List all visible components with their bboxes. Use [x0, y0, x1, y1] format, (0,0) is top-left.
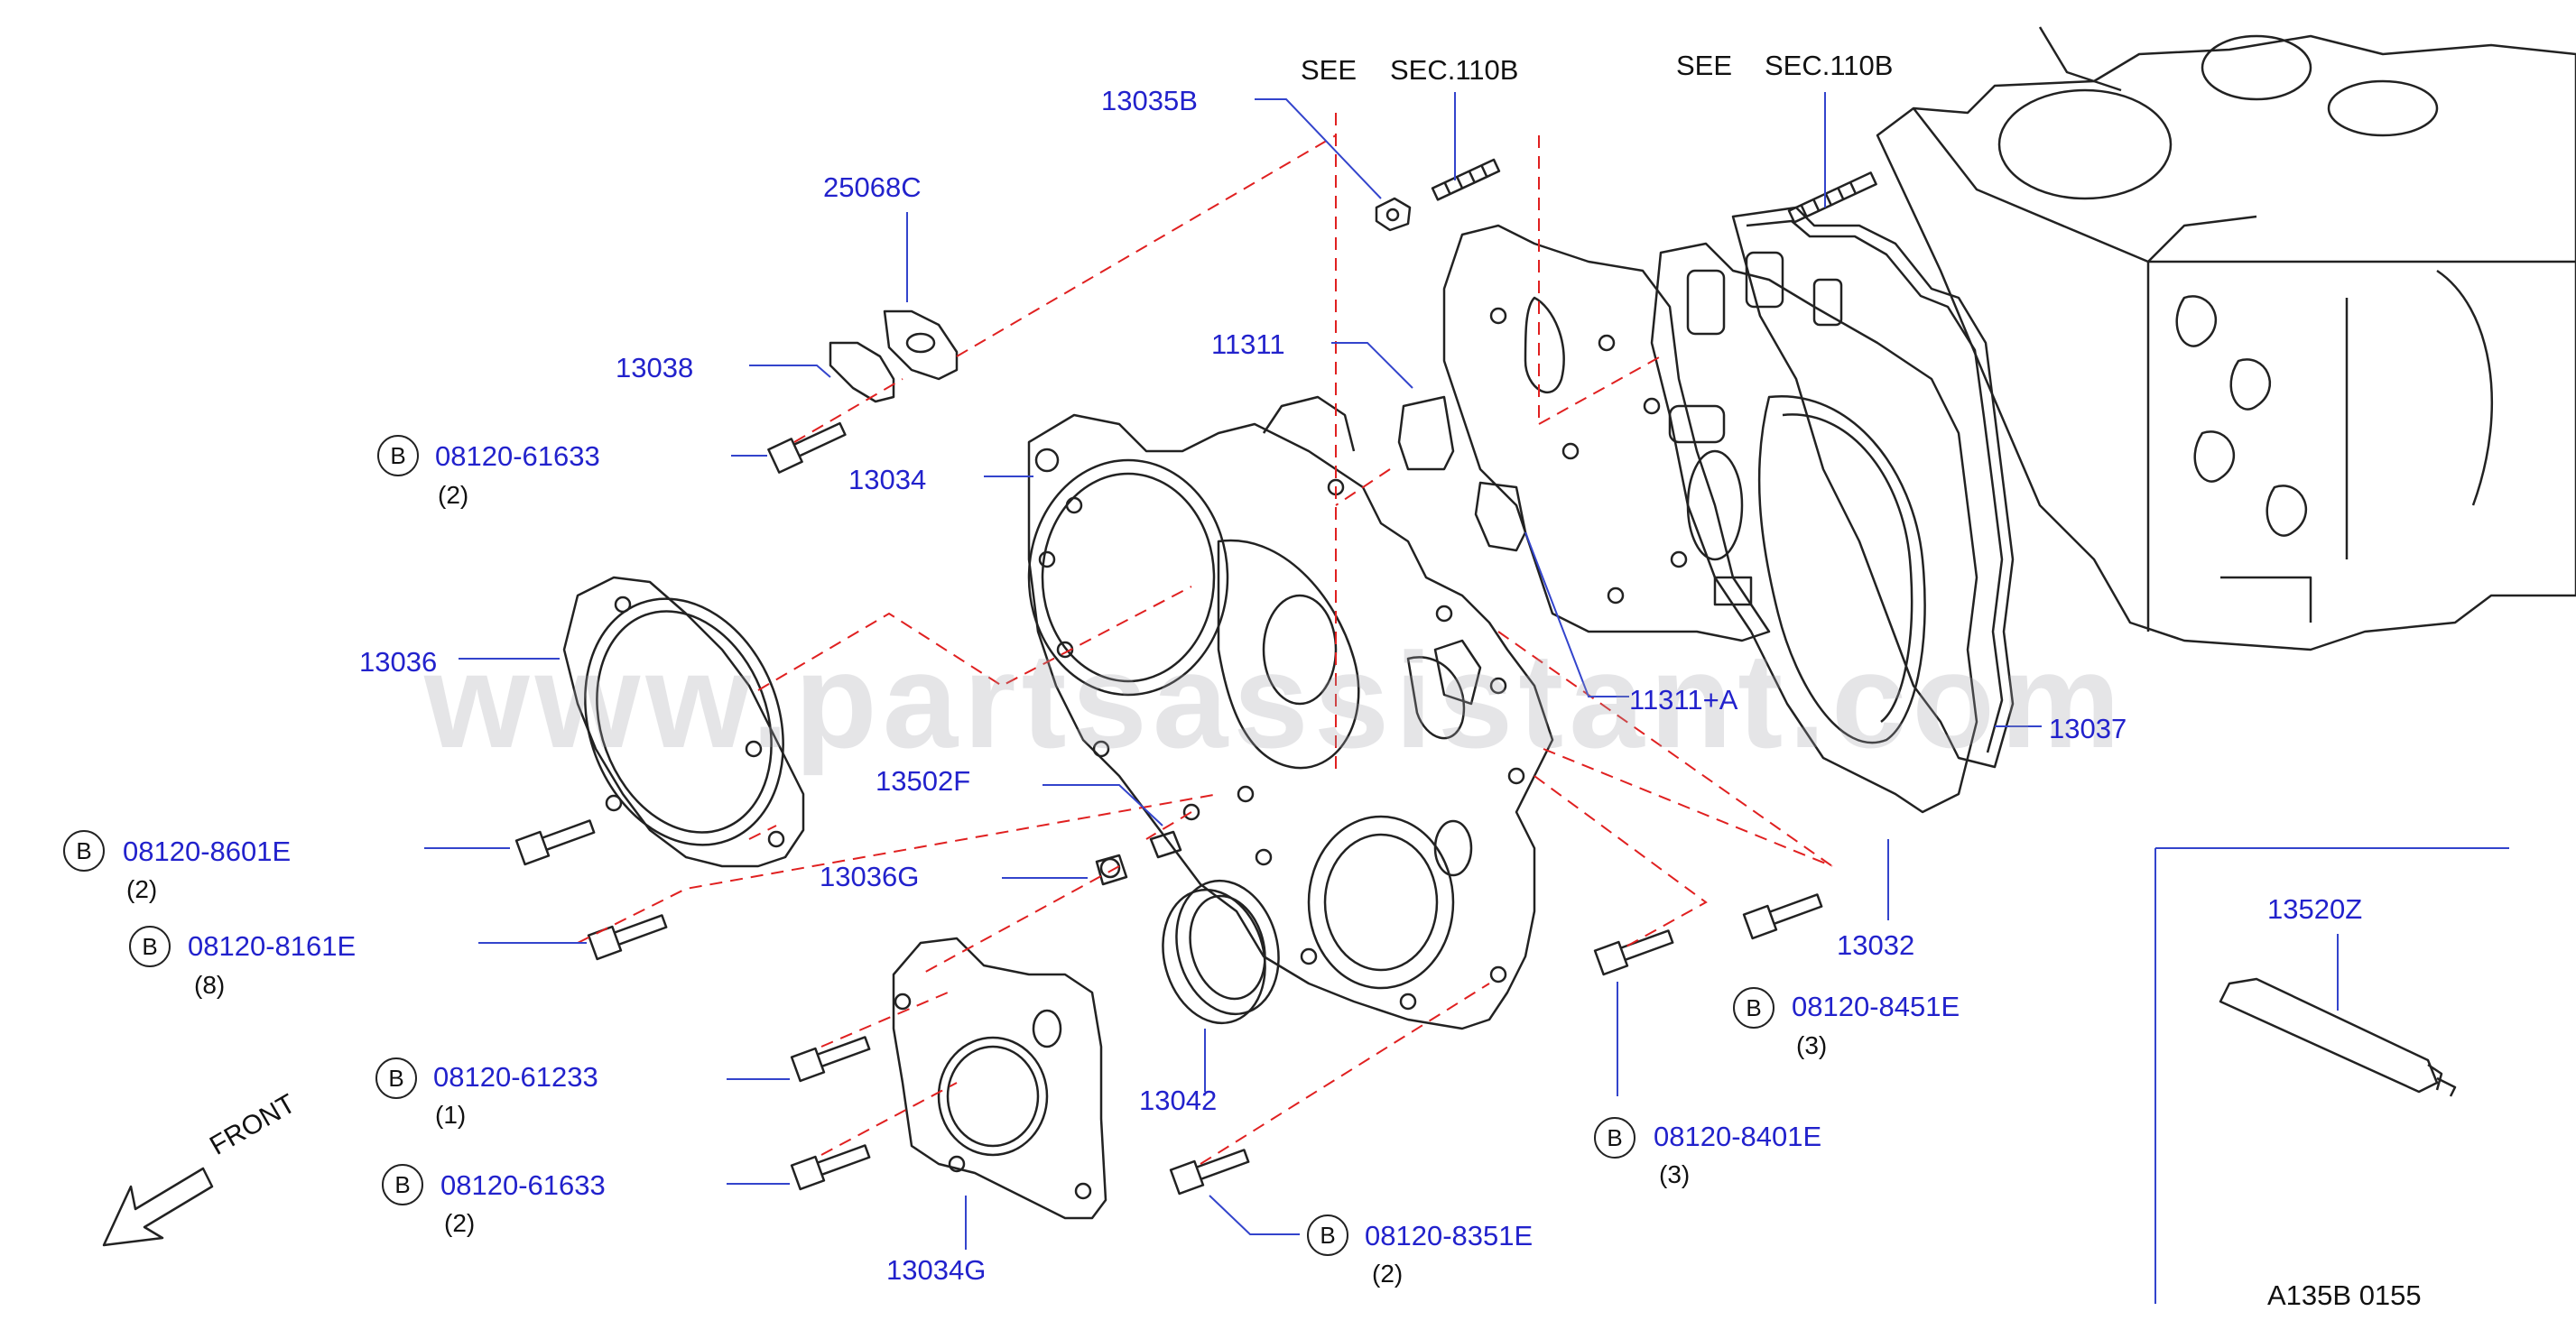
part-label-13037[interactable]: 13037: [2049, 713, 2127, 744]
b-badge: B: [1307, 1214, 1348, 1256]
b-badge: B: [382, 1164, 423, 1205]
part-label-13034G[interactable]: 13034G: [886, 1254, 987, 1286]
watermark: www.partsassistant.com: [424, 624, 2127, 776]
plate-13038-drawing: [829, 341, 895, 403]
part-label-13502F[interactable]: 13502F: [876, 765, 971, 797]
bolt-label-08120-8451E[interactable]: 08120-8451E: [1792, 991, 1960, 1022]
timing-cover-13034-drawing: [1027, 395, 1554, 1030]
leader-lines: [424, 92, 2339, 1250]
bolt-label-08120-8601E[interactable]: 08120-8601E: [123, 836, 292, 867]
b-badge: B: [129, 926, 171, 967]
oil-seal-13042-drawing: [1162, 879, 1280, 1025]
gasket-13037-drawing: [1731, 206, 2015, 769]
part-label-25068C[interactable]: 25068C: [823, 171, 922, 203]
part-label-13036G[interactable]: 13036G: [820, 861, 920, 892]
front-arrow-drawing: [102, 1167, 214, 1247]
b-badge: B: [375, 1057, 417, 1099]
bolt-label-08120-8161E[interactable]: 08120-8161E: [188, 930, 357, 962]
part-label-13036[interactable]: 13036: [359, 646, 438, 678]
diagram-code: A135B 0155: [2267, 1279, 2422, 1311]
gasket-25068C-drawing: [883, 309, 959, 381]
bolt-label-08120-8401E[interactable]: 08120-8401E: [1654, 1121, 1822, 1152]
section-ref-2[interactable]: SEC.110B: [1765, 50, 1894, 81]
part-label-13034[interactable]: 13034: [848, 464, 927, 495]
inset-frame: [2154, 847, 2509, 1304]
bolt-qty: (3): [1796, 1031, 1828, 1059]
bolt-qty: (8): [194, 971, 226, 999]
section-ref-1[interactable]: SEC.110B: [1390, 54, 1519, 86]
cover-13034G-drawing: [892, 937, 1107, 1220]
b-badge: B: [1733, 987, 1774, 1029]
bolt-qty: (2): [1372, 1260, 1404, 1288]
part-label-11311[interactable]: 11311: [1211, 328, 1285, 360]
bolt-label-08120-61633-b[interactable]: 08120-61633: [440, 1169, 606, 1201]
b-badge: B: [63, 830, 105, 872]
bolt-qty: (3): [1659, 1160, 1691, 1188]
bolt-label-08120-61233[interactable]: 08120-61233: [433, 1061, 598, 1093]
bolt-qty: (1): [435, 1101, 467, 1129]
bolt-label-08120-61633-a[interactable]: 08120-61633: [435, 440, 600, 472]
sealant-tube-13520Z-drawing: [2219, 977, 2457, 1097]
bolt-qty: (2): [438, 481, 469, 509]
gasket-11311-piece: [1397, 395, 1455, 471]
bolts-drawing: [514, 158, 1877, 1196]
cylinder-block-drawing: [1876, 26, 2576, 651]
b-badge: B: [1594, 1117, 1635, 1159]
part-label-13042[interactable]: 13042: [1139, 1085, 1218, 1116]
assembly-lines: [577, 113, 1833, 1165]
seal-retainer-13036-drawing: [562, 576, 805, 868]
gasket-11311-drawing: [1442, 224, 1771, 642]
plate-13032-drawing: [1650, 242, 1978, 814]
see-label-1: SEE: [1301, 54, 1357, 86]
part-label-11311A[interactable]: 11311+A: [1629, 684, 1738, 716]
b-badge: B: [377, 435, 419, 476]
part-label-13038[interactable]: 13038: [616, 352, 694, 383]
gasket-11311a-piece: [1474, 481, 1527, 552]
bolt-qty: (2): [126, 875, 158, 903]
see-label-2: SEE: [1676, 50, 1733, 81]
part-label-13520Z[interactable]: 13520Z: [2267, 893, 2363, 925]
bolt-qty: (2): [444, 1209, 476, 1237]
part-label-13035B[interactable]: 13035B: [1101, 85, 1198, 116]
part-label-13032[interactable]: 13032: [1837, 929, 1915, 961]
bolt-label-08120-8351E[interactable]: 08120-8351E: [1365, 1220, 1534, 1251]
